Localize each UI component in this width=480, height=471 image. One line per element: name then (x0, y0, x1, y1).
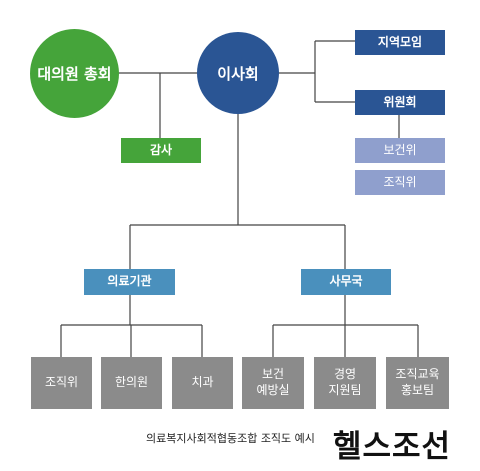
medical-institutions-node: 의료기관 (84, 269, 175, 295)
health-prevention-label-line1: 보건 (261, 367, 285, 382)
caption: 의료복지사회적협동조합 조직도 예시 (146, 432, 315, 445)
board-node: 이사회 (197, 32, 279, 114)
korean-medicine-node: 한의원 (101, 357, 162, 409)
org-branch-label: 조직위 (44, 375, 79, 390)
dental-node: 치과 (172, 357, 233, 409)
management-support-label-line2: 지원팀 (328, 383, 362, 397)
board-label: 이사회 (217, 64, 259, 83)
secretariat-node: 사무국 (301, 269, 391, 295)
organization-committee-label: 조직위 (383, 174, 417, 189)
org-branch-node: 조직위 (31, 357, 92, 409)
regional-meeting-node: 지역모임 (355, 30, 445, 55)
committee-node: 위원회 (355, 90, 445, 115)
health-prevention-node: 보건 예방실 (242, 357, 304, 409)
health-committee-label: 보건위 (383, 142, 417, 157)
edu-promo-label-line2: 홍보팀 (400, 383, 435, 397)
management-support-node: 경영 지원팀 (314, 357, 376, 409)
medical-institutions-label: 의료기관 (107, 274, 152, 289)
korean-medicine-label: 한의원 (114, 375, 149, 390)
general-assembly-node: 대의원 총회 (30, 29, 119, 118)
secretariat-label: 사무국 (329, 274, 363, 289)
edu-promo-node: 조직교육 홍보팀 (386, 357, 449, 409)
organization-committee-node: 조직위 (355, 170, 445, 195)
committee-label: 위원회 (383, 94, 417, 109)
audit-node: 감사 (121, 138, 201, 163)
health-committee-node: 보건위 (355, 138, 445, 163)
management-support-label-line1: 경영 (333, 367, 357, 382)
dental-label: 치과 (191, 375, 214, 390)
edu-promo-label-line1: 조직교육 (395, 367, 440, 382)
audit-label: 감사 (149, 142, 173, 157)
regional-meeting-label: 지역모임 (377, 34, 423, 49)
brand-logo: 헬스조선 (333, 429, 452, 465)
health-prevention-label-line2: 예방실 (256, 383, 290, 397)
general-assembly-label: 대의원 총회 (37, 65, 112, 83)
